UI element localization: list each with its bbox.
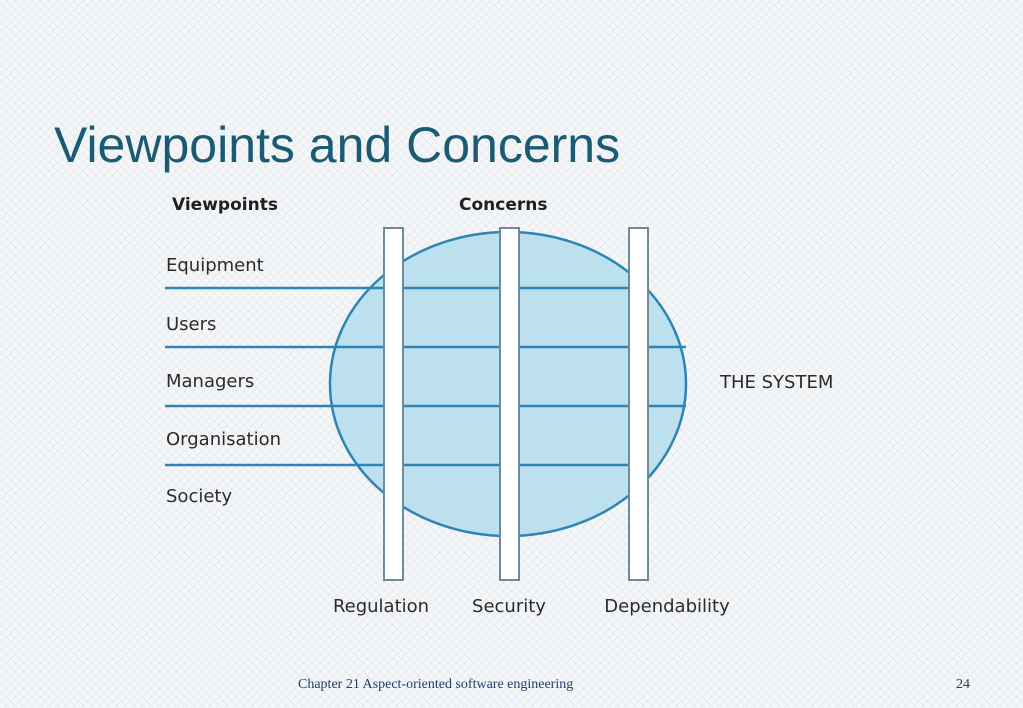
page-number: 24 [956,677,970,692]
concern-label-security: Security [472,596,546,617]
concern-label-dependability: Dependability [604,596,730,617]
viewpoint-label-society: Society [166,486,232,507]
viewpoint-label-users: Users [166,314,216,335]
viewpoint-label-organisation: Organisation [166,429,281,450]
viewpoints-heading: Viewpoints [172,195,278,215]
concern-bar-dependability [628,227,649,581]
concern-bar-security [499,227,520,581]
system-label: THE SYSTEM [719,372,833,393]
concern-label-regulation: Regulation [333,596,429,617]
concern-bar-regulation [383,227,404,581]
concerns-heading: Concerns [459,195,547,215]
footer-text: Chapter 21 Aspect-oriented software engi… [298,677,574,692]
slide-title: Viewpoints and Concerns [54,117,621,173]
viewpoint-label-equipment: Equipment [166,255,264,276]
slide-footer: Chapter 21 Aspect-oriented software engi… [0,677,1023,697]
viewpoint-label-managers: Managers [166,371,254,392]
